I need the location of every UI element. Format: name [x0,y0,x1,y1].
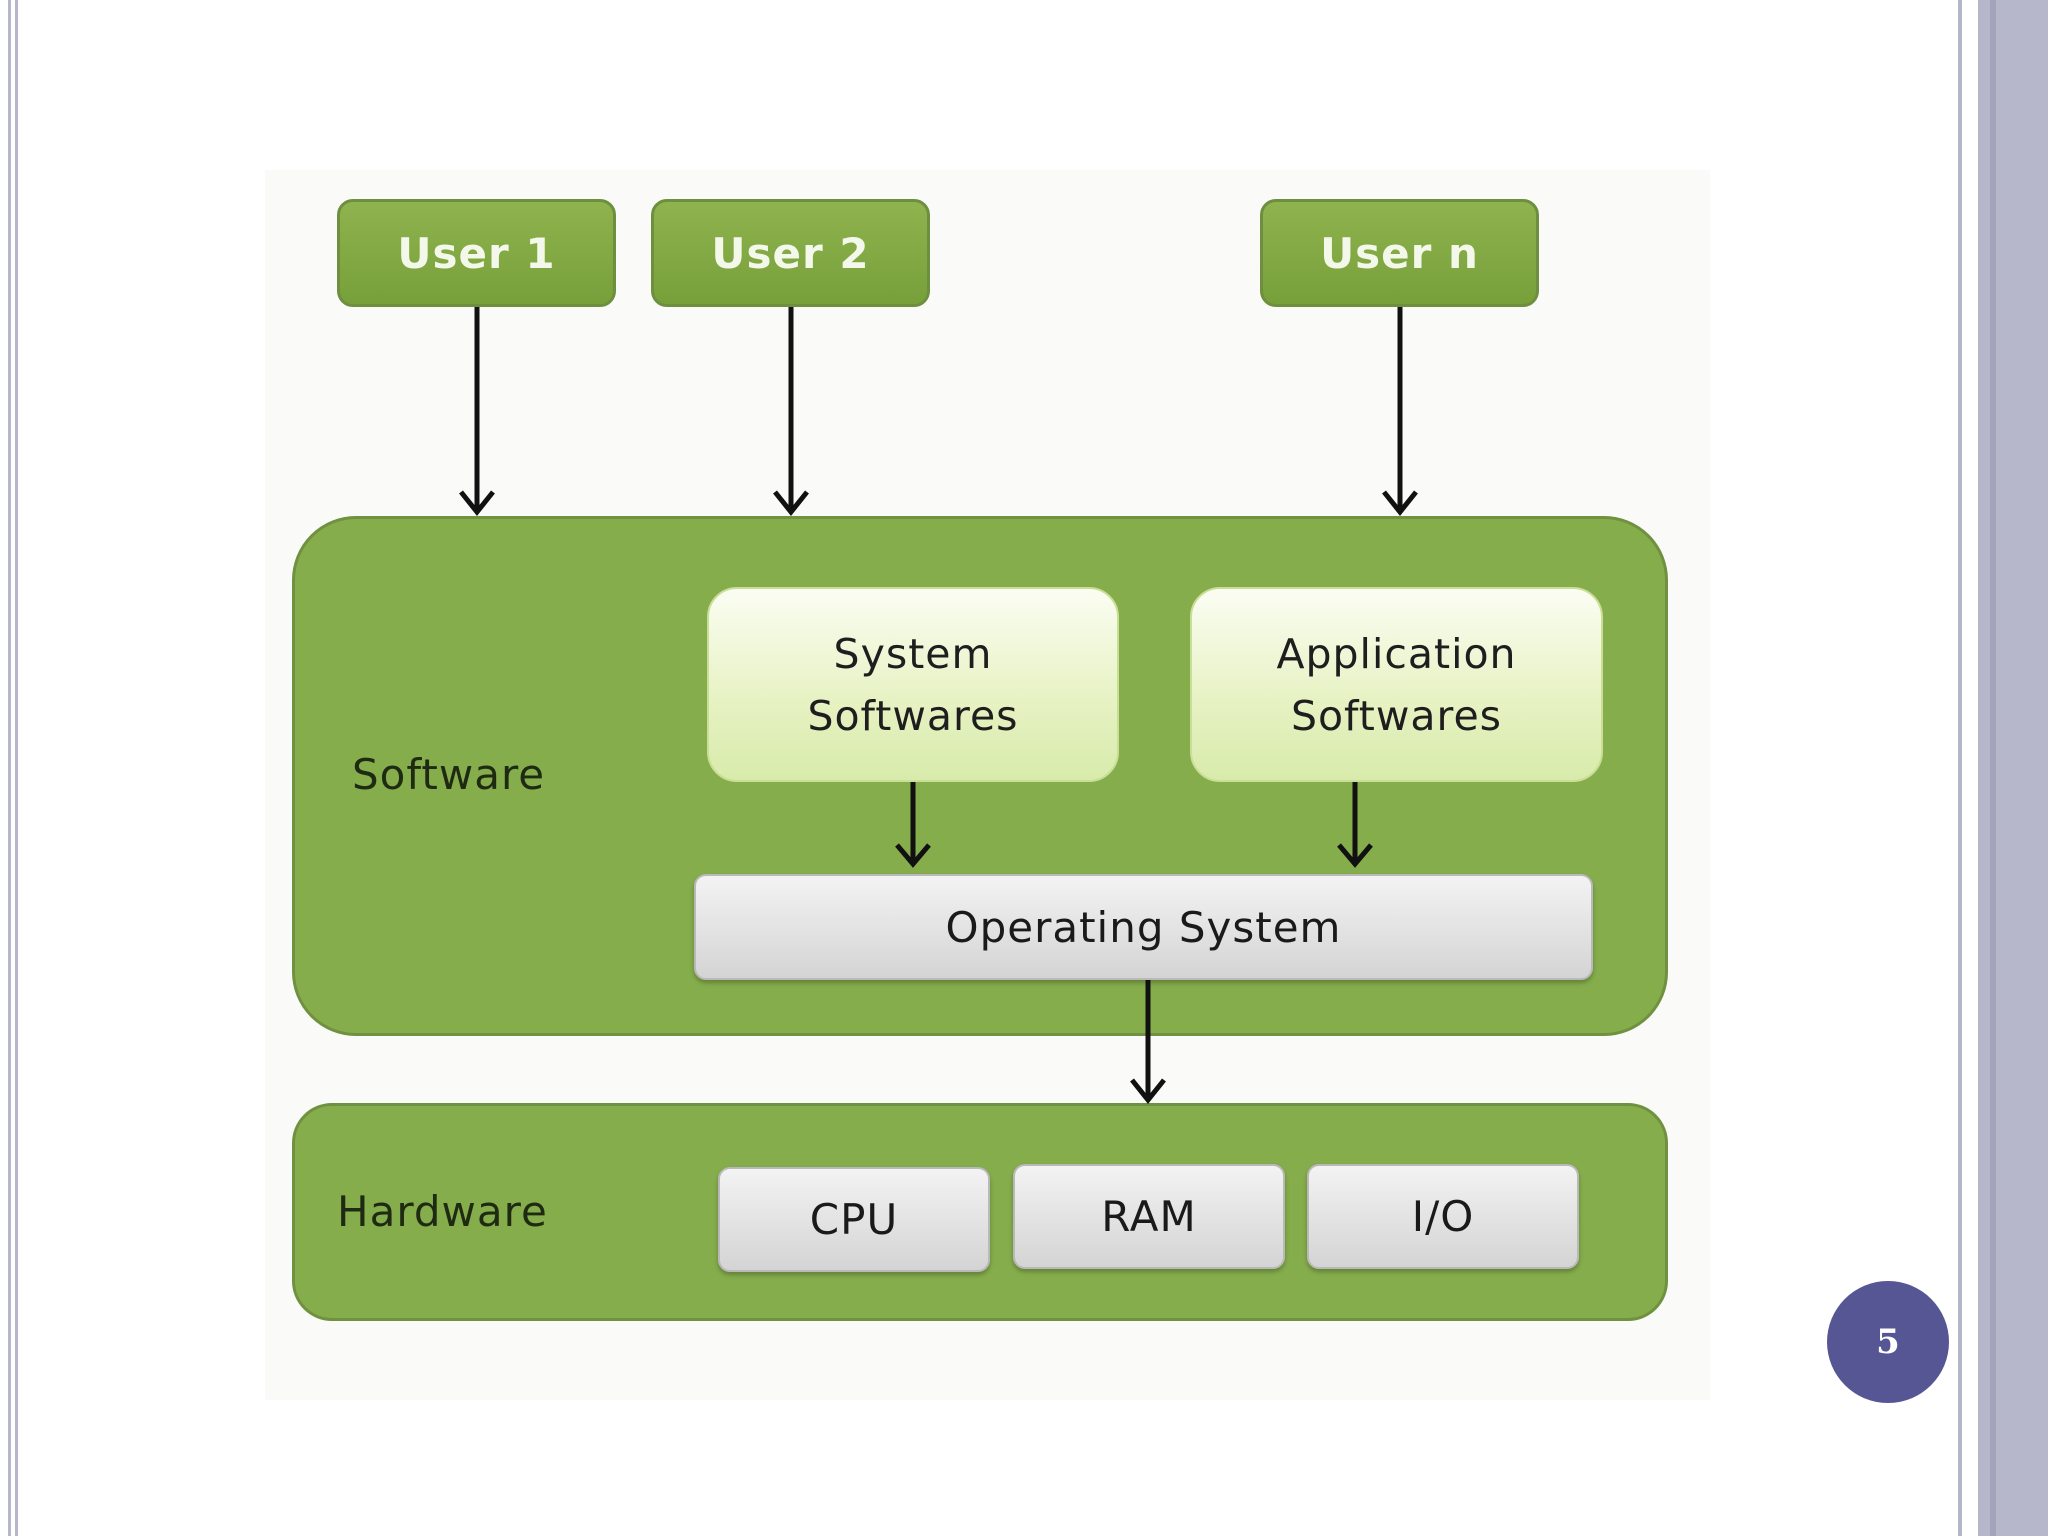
application-softwares-line-1: Application [1276,629,1517,678]
system-softwares-line-1: System [833,629,993,678]
application-softwares-line-2: Softwares [1290,691,1503,740]
software-label: Software [352,750,546,799]
user-n-box: User n [1260,199,1539,307]
slide-frame-right-inner [1990,0,1996,1536]
io-box: I/O [1307,1164,1579,1269]
cpu-box: CPU [718,1167,990,1272]
slide-frame-left [8,0,18,1536]
page-number-badge: 5 [1827,1281,1949,1403]
system-softwares-box: System Softwares [707,587,1119,782]
system-softwares-line-2: Softwares [807,691,1019,740]
ram-box: RAM [1013,1164,1285,1269]
operating-system-box: Operating System [694,874,1593,980]
user-1-box: User 1 [337,199,616,307]
user-2-box: User 2 [651,199,930,307]
application-softwares-box: Application Softwares [1190,587,1603,782]
slide-frame-right-lines [1958,0,1982,1536]
hardware-label: Hardware [337,1187,548,1236]
